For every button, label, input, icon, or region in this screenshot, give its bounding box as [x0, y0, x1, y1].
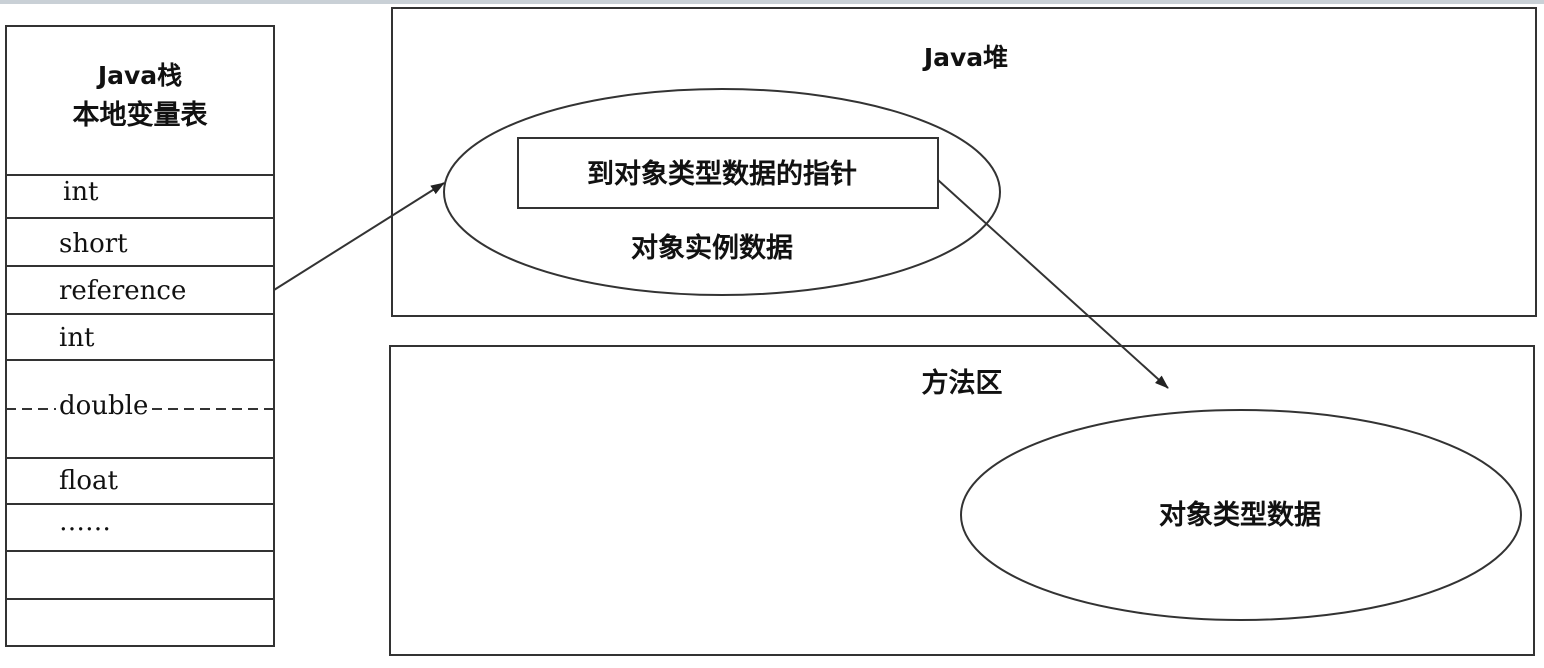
- stack-frame-box: [5, 25, 275, 647]
- type-data-ellipse: [960, 409, 1522, 621]
- type-pointer-arrow: [937, 179, 1169, 389]
- reference-arrow: [273, 182, 445, 291]
- heap-title: Java堆: [922, 43, 1008, 72]
- slot-double: double: [59, 391, 148, 421]
- type-pointer-box: [517, 137, 939, 209]
- slot-int: int: [59, 323, 95, 353]
- slot-short: short: [59, 229, 128, 259]
- object-instance-ellipse: [443, 88, 1001, 296]
- slot-reference: reference: [59, 276, 186, 306]
- slot-float: float: [59, 466, 118, 496]
- slot-int: int: [63, 177, 99, 207]
- stack-subtitle: 本地变量表: [73, 99, 208, 131]
- method-area-title: 方法区: [922, 367, 1003, 399]
- instance-data-label: 对象实例数据: [631, 232, 793, 264]
- type-data-label: 对象类型数据: [1159, 499, 1321, 531]
- type-pointer-label: 到对象类型数据的指针: [587, 158, 857, 190]
- top-bar: [0, 0, 1544, 4]
- method-area-box: [389, 345, 1535, 656]
- java-stack: Java栈 本地变量表 int short reference int doub…: [5, 25, 275, 647]
- java-heap: Java堆 到对象类型数据的指针 对象实例数据: [391, 7, 1537, 317]
- slot-ellipsis: ……: [59, 507, 111, 537]
- method-area: 方法区 对象类型数据: [389, 345, 1535, 656]
- heap-box: [391, 7, 1537, 317]
- stack-title: Java栈: [96, 61, 182, 90]
